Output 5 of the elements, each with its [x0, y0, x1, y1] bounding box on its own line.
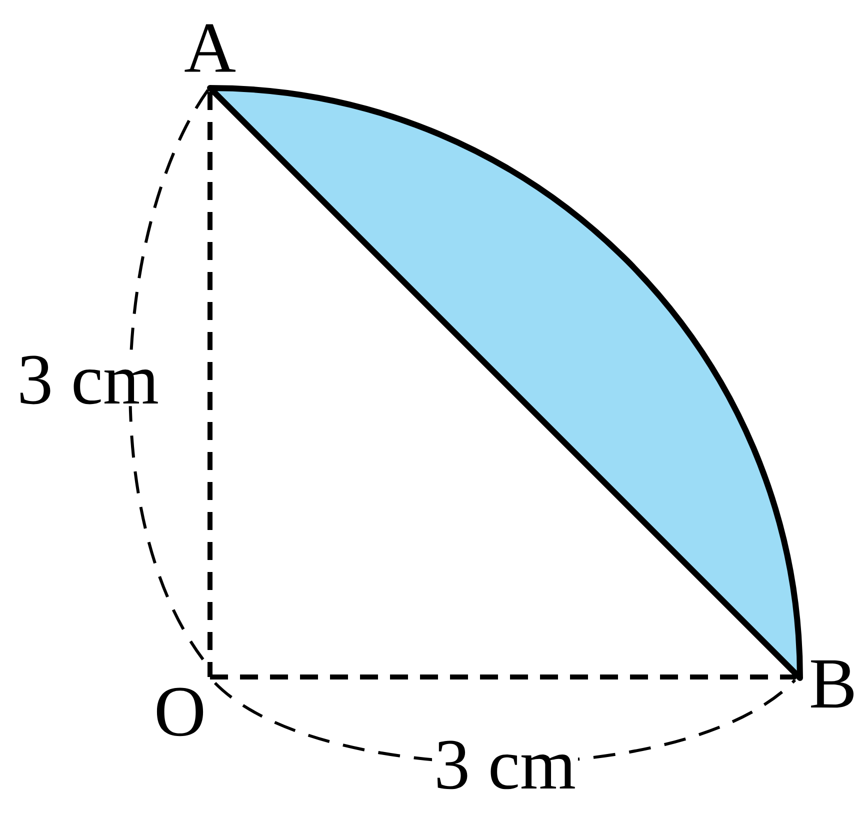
point-label: B: [811, 660, 854, 708]
point-label: O: [156, 688, 204, 736]
dimension-label: 3 cm: [15, 354, 161, 406]
dimension-label: 3 cm: [432, 738, 578, 792]
point-label: A: [184, 24, 236, 72]
